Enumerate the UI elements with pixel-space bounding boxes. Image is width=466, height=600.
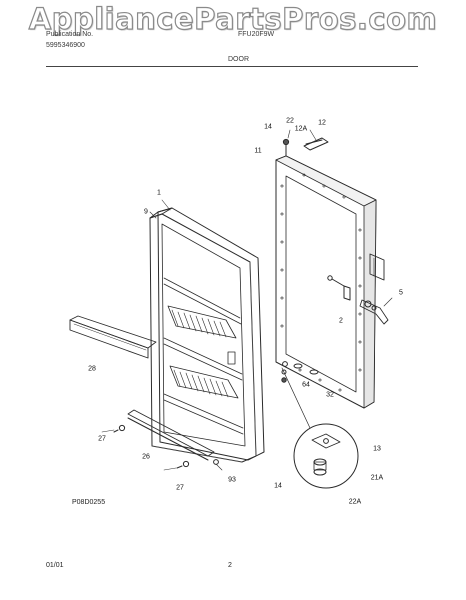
detail-inset [293,423,359,489]
door-shelf-upper [167,305,237,339]
callout-26: 26 [142,453,150,461]
outer-door-panel [275,155,377,409]
publication-label: Publication No. [46,31,94,38]
callout-27-left: 27 [98,435,106,443]
footer-date: 01/01 [46,562,64,569]
screw-27-left [113,424,126,433]
callout-28: 28 [88,365,96,373]
door-outer-frame [157,207,265,461]
publication-number: 5995346900 [46,42,85,49]
footer-page-number: 2 [228,562,232,569]
callout-12: 12 [318,119,326,127]
shelf-bar-26 [127,409,215,461]
gasket-screw-holes [280,173,362,392]
callout-22a: 22A [348,498,362,506]
callout-13: 13 [373,445,381,453]
door-handle-5 [327,253,389,325]
shelf-bar-28 [69,315,157,359]
callout-12a: 12A [294,125,308,133]
leader-lines [101,129,393,471]
hinge-bushing-11 [282,138,290,157]
section-title: DOOR [228,56,249,63]
callout-2: 2 [339,317,343,325]
callout-5: 5 [399,289,403,297]
liner-inner-panel [161,223,246,447]
callout-27-bottom: 27 [176,484,184,492]
callout-22: 22 [286,117,294,125]
callout-64: 64 [302,381,310,389]
door-gasket-channel [285,175,357,393]
model-number: FFU20F9W [238,31,275,38]
hinge-plate-12 [303,137,329,151]
callout-14-top: 14 [264,123,272,131]
callout-11: 11 [254,147,262,155]
screw-93 [213,459,219,465]
header-rule [46,66,418,67]
watermark: AppliancePartsPros.com [28,1,438,36]
door-shelf-lower [169,365,239,399]
figure-id: P08D0255 [72,499,106,506]
door-liner-assembly [149,207,265,463]
callout-1: 1 [157,189,161,197]
callout-93: 93 [228,476,236,484]
gasket-corner [149,207,173,219]
callout-32: 32 [326,391,334,399]
screw-27-right [176,460,190,469]
door-gasket [149,213,257,463]
callout-9: 9 [144,208,148,216]
callout-21a: 21A [370,474,384,482]
callout-14-bottom: 14 [274,482,282,490]
bottom-hinge-hardware [281,361,319,429]
